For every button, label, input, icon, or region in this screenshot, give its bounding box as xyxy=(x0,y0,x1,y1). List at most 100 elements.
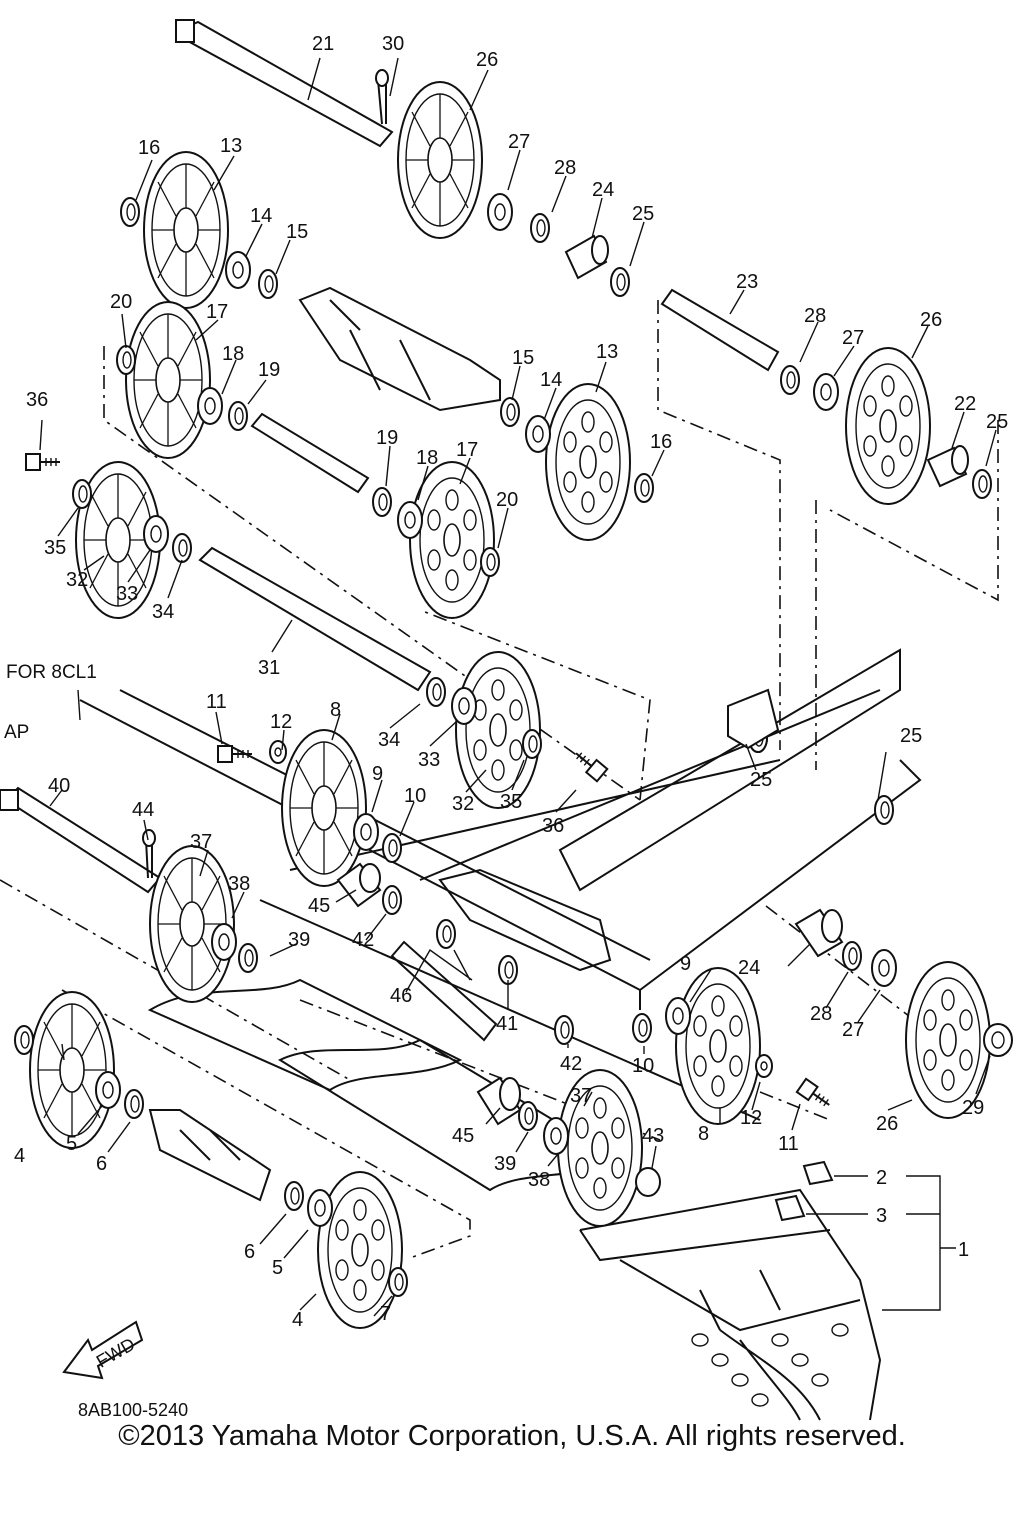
callout-11: 11 xyxy=(206,691,227,713)
circlip-15 xyxy=(258,269,278,299)
callout-9: 9 xyxy=(680,953,691,975)
model-note: FOR 8CL1 xyxy=(6,662,97,683)
bearing-27-lower xyxy=(871,949,897,987)
wheel-32-middle xyxy=(455,651,541,809)
bearing-33-left xyxy=(143,515,169,553)
bearing-9-right xyxy=(665,997,691,1035)
callout-33: 33 xyxy=(418,749,440,771)
clip-7-left xyxy=(14,1025,34,1055)
wheel-13-right xyxy=(545,383,631,541)
callout-3: 3 xyxy=(876,1205,887,1227)
callout-42: 42 xyxy=(352,929,374,951)
callout-16: 16 xyxy=(650,431,672,453)
callout-30: 30 xyxy=(382,33,404,55)
circlip-28-top xyxy=(530,213,550,243)
wheel-8-middle xyxy=(281,729,367,887)
collar-45-lower xyxy=(476,1076,522,1126)
callout-18: 18 xyxy=(416,447,438,469)
callout-5: 5 xyxy=(66,1133,77,1155)
callout-34: 34 xyxy=(378,729,400,751)
circlip-10-right xyxy=(632,1013,652,1043)
ap-note: AP xyxy=(4,722,29,743)
shaft-21 xyxy=(175,19,394,148)
callout-38: 38 xyxy=(528,1169,550,1191)
washer-25-right xyxy=(972,469,992,499)
clip-20 xyxy=(116,345,136,375)
bearing-14-right xyxy=(525,415,551,453)
circlip-6-left xyxy=(124,1089,144,1119)
bearing-18-right xyxy=(397,501,423,539)
shaft-23 xyxy=(660,288,780,372)
callout-8: 8 xyxy=(698,1123,709,1145)
bushing-41-a xyxy=(436,919,456,949)
circlip-39-lower xyxy=(518,1101,538,1131)
circlip-19-right xyxy=(372,487,392,517)
callout-16: 16 xyxy=(138,137,160,159)
callout-6: 6 xyxy=(244,1241,255,1263)
bearing-5-left xyxy=(95,1071,121,1109)
bushing-42-lower xyxy=(554,1015,574,1045)
bushing-41-b xyxy=(498,955,518,985)
callout-38: 38 xyxy=(228,873,250,895)
callout-24: 24 xyxy=(592,179,614,201)
nut-29 xyxy=(983,1023,1013,1057)
clip-16 xyxy=(120,197,140,227)
circlip-34-left xyxy=(172,533,192,563)
collar-45-upper xyxy=(336,862,382,908)
callout-28: 28 xyxy=(804,305,826,327)
callout-44: 44 xyxy=(132,799,154,821)
boundary-lines xyxy=(0,300,999,1259)
washer-12-middle xyxy=(269,740,287,764)
bearing-38-left xyxy=(211,923,237,961)
shaft-31 xyxy=(198,546,432,692)
leader-lines xyxy=(39,57,997,1317)
clip-20-right xyxy=(480,547,500,577)
bearing-5-lower xyxy=(307,1189,333,1227)
clip-16-right xyxy=(634,473,654,503)
bearing-27-right xyxy=(813,373,839,411)
bolt-11-right xyxy=(795,1077,835,1113)
circlip-34-middle xyxy=(426,677,446,707)
washer-25-lower xyxy=(874,795,894,825)
callout-22: 22 xyxy=(954,393,976,415)
callout-46: 46 xyxy=(390,985,412,1007)
callout-36: 36 xyxy=(542,815,564,837)
bolt-36-middle xyxy=(569,746,609,783)
callout-29: 29 xyxy=(962,1097,984,1119)
callout-13: 13 xyxy=(220,135,242,157)
callout-35: 35 xyxy=(44,537,66,559)
washer-12-right xyxy=(755,1054,773,1078)
bushing-42-upper xyxy=(382,885,402,915)
callout-5: 5 xyxy=(272,1257,283,1279)
callout-2: 2 xyxy=(876,1167,887,1189)
callout-19: 19 xyxy=(376,427,398,449)
callout-6: 6 xyxy=(96,1153,107,1175)
callout-8: 8 xyxy=(330,699,341,721)
clip-35-middle xyxy=(522,729,542,759)
callout-labels: 1234455667889910101111121213131414151516… xyxy=(14,33,1008,1331)
wheel-26-lower xyxy=(905,961,991,1119)
callout-27: 27 xyxy=(842,1019,864,1041)
callout-20: 20 xyxy=(110,291,132,313)
callout-11: 11 xyxy=(778,1133,799,1155)
bolt-36-left xyxy=(25,453,61,471)
circlip-28-lower xyxy=(842,941,862,971)
callout-1: 1 xyxy=(958,1239,969,1261)
callout-32: 32 xyxy=(452,793,474,815)
circlip-28-right xyxy=(780,365,800,395)
callout-14: 14 xyxy=(540,369,562,391)
callout-26: 26 xyxy=(476,49,498,71)
callout-27: 27 xyxy=(508,131,530,153)
callout-34: 34 xyxy=(152,601,174,623)
callout-42: 42 xyxy=(560,1053,582,1075)
callout-36: 36 xyxy=(26,389,48,411)
shaft-46 xyxy=(390,940,498,1042)
diagram-code: 8AB100-5240 xyxy=(78,1400,188,1420)
shaft-17-axle xyxy=(250,412,370,494)
callout-14: 14 xyxy=(250,205,272,227)
callout-12: 12 xyxy=(740,1107,762,1129)
callout-25: 25 xyxy=(632,203,654,225)
callout-39: 39 xyxy=(494,1153,516,1175)
callout-26: 26 xyxy=(876,1113,898,1135)
